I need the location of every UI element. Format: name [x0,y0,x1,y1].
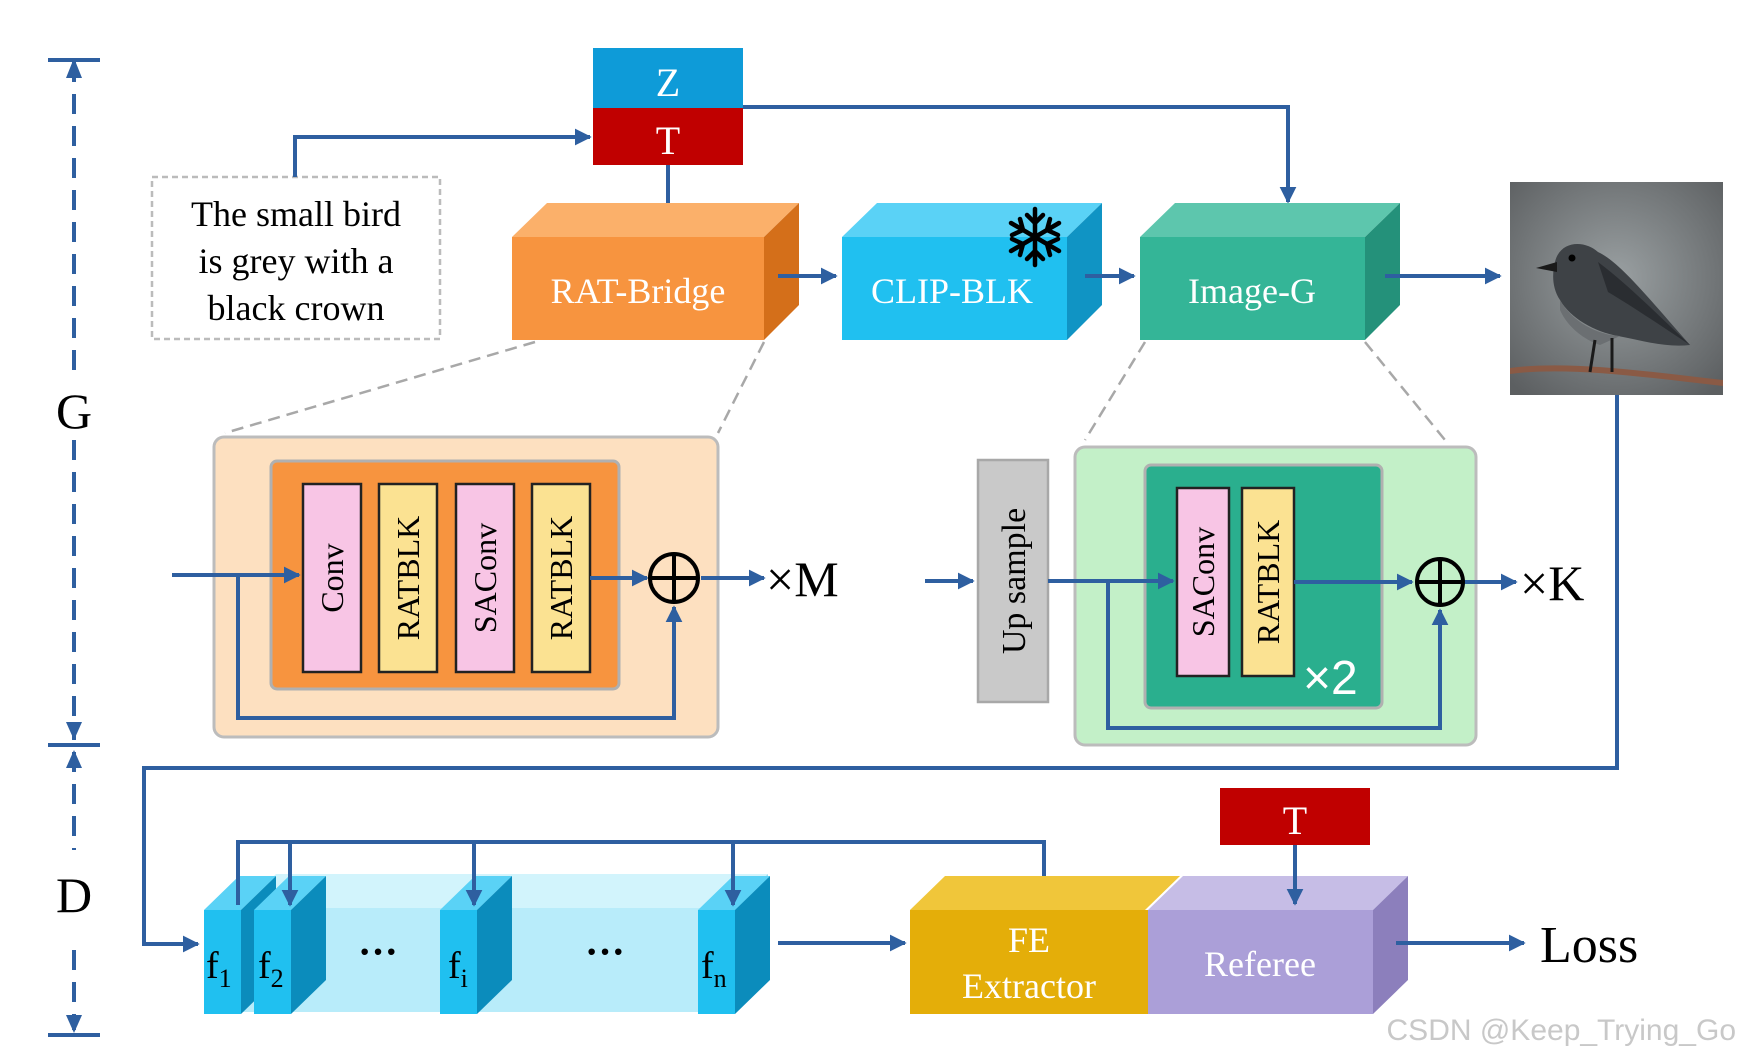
fe-extractor-block [910,876,1180,1014]
feature-f2-base: f [258,945,271,987]
feature-fi-base: f [448,945,461,987]
feature-f2-subscript: 2 [271,964,284,993]
t-label: T [656,118,680,163]
ellipsis-1: ··· [358,929,398,974]
ratblk-label-2: RATBLK [543,516,579,640]
feature-fn-base: f [701,945,714,987]
z-label: Z [656,60,680,105]
rat-bridge-flow [172,566,766,720]
ratblk-label-1: RATBLK [390,516,426,640]
generator-label: G [56,383,92,439]
ratblk-layer-1 [377,482,439,674]
clip-blk-label: CLIP-BLK [871,271,1033,311]
rat-bridge-layers [301,482,592,674]
ellipsis-2: ··· [585,929,625,974]
referee-t-label: T [1283,798,1307,843]
repeat-m-label: ×M [766,551,839,607]
saconv-label: SAConv [467,523,503,633]
conv-label: Conv [314,543,350,612]
feature-fi-subscript: i [461,964,468,993]
image-g-label: Image-G [1188,271,1316,311]
referee-label: Referee [1204,944,1316,984]
sum-icon-2 [1415,557,1465,607]
watermark: CSDN @Keep_Trying_Go [1387,1014,1736,1047]
upsample-block [976,458,1050,704]
loss-label: Loss [1540,917,1638,974]
fe-extractor-label-2: Extractor [962,966,1096,1006]
text-prompt-line-2: is grey with a [199,241,394,281]
discriminator-label: D [56,867,92,923]
image-g-saconv-layer [1175,486,1231,678]
rat-bridge-label: RAT-Bridge [551,271,726,311]
t-block [593,108,743,165]
referee-arrows [1286,845,1526,952]
feature-f1-base: f [206,945,219,987]
text-prompt-line-3: black crown [208,288,385,328]
feature-f1-subscript: 1 [219,964,232,993]
rat-bridge-block [512,203,799,340]
bird-photo [1510,182,1723,395]
image-g-block [1140,203,1400,340]
conv-layer [301,482,363,674]
z-block [593,48,743,108]
image-g-flow [925,572,1518,730]
fe-extractor-label-1: FE [1008,920,1050,960]
image-to-discriminator-arrow [142,395,1619,953]
ratblk-layer-2 [530,482,592,674]
snowflake-icon [1008,206,1062,268]
inner-repeat-label: ×2 [1303,652,1358,705]
referee-block [1148,876,1408,1014]
image-g-ratblk-label: RATBLK [1250,520,1286,644]
feature-f1: f1 [206,945,232,993]
image-g-saconv-label: SAConv [1185,527,1221,637]
feature-fn: fn [701,945,727,993]
feature-taps [236,840,1053,952]
saconv-layer [454,482,516,674]
upsample-label: Up sample [996,508,1033,654]
image-g-ratblk-layer [1240,486,1296,678]
repeat-k-label: ×K [1520,555,1584,611]
zoom-lines [224,340,1446,441]
sum-icon [648,552,700,604]
feature-fn-subscript: n [714,964,727,993]
text-prompt-line-1: The small bird [191,194,401,234]
referee-t-block [1220,788,1370,845]
feature-f2: f2 [258,945,284,993]
feature-fi: fi [448,945,468,993]
